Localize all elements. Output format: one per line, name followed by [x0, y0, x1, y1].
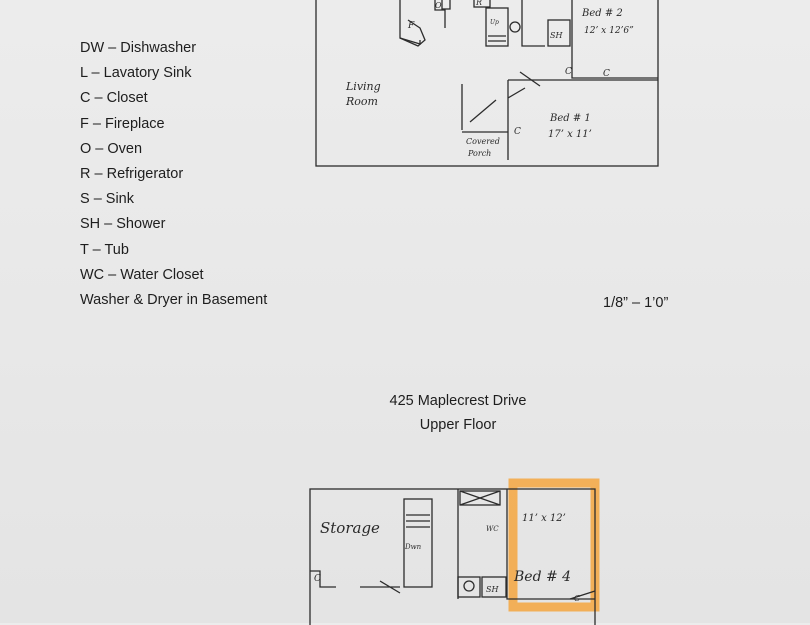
bed2-name: Bed # 2 — [581, 8, 623, 19]
oven-wall — [434, 0, 446, 28]
bed4-name: Bed # 4 — [513, 569, 571, 585]
main-floor-plan: Living Room Bed # 2 12’ x 12’6” Bed # 1 … — [315, 0, 659, 167]
legend-item: WC – Water Closet — [80, 266, 204, 283]
living-room-label-2: Room — [345, 95, 378, 108]
door-swing — [469, 99, 497, 123]
porch-wall — [461, 84, 508, 133]
sink-circle — [463, 580, 475, 592]
upper-floor-plan: Storage 11’ x 12’ Bed # 4 WC SH C C Dwn — [309, 478, 600, 625]
legend-item: T – Tub — [80, 241, 129, 258]
storage-label: Storage — [320, 519, 380, 537]
stair-box — [403, 498, 433, 588]
closet-label-2: C — [603, 69, 610, 79]
shower-box — [547, 19, 571, 47]
closet-label-2: C — [574, 594, 580, 603]
refrigerator-box — [473, 0, 491, 8]
bed2-size: 12’ x 12’6” — [584, 26, 634, 36]
hall-wall — [521, 0, 545, 47]
bed1-size: 17’ x 11’ — [548, 129, 592, 140]
window-box — [459, 490, 501, 506]
bed4-wall — [506, 489, 595, 600]
bed1-name: Bed # 1 — [549, 113, 591, 124]
shower-label: SH — [486, 585, 499, 594]
highlight-bed4 — [508, 478, 600, 612]
porch-label-2: Porch — [467, 149, 491, 158]
legend-item: Washer & Dryer in Basement — [80, 292, 268, 309]
stair-block — [485, 7, 509, 47]
kitchen-wall — [399, 0, 421, 45]
wc-label: WC — [486, 525, 499, 533]
refrigerator-label: R — [475, 0, 482, 7]
fireplace-label: F — [407, 21, 415, 31]
oven-box — [441, 0, 451, 10]
legend: DW – Dishwasher L – Lavatory Sink C – Cl… — [80, 36, 267, 313]
porch-label: Covered — [466, 137, 500, 146]
scale-label: 1/8” – 1’0” — [603, 295, 669, 311]
laundry-box — [457, 576, 481, 598]
storage-wall — [310, 570, 401, 594]
closet-label: C — [314, 574, 321, 584]
main-outer-wall — [315, 0, 659, 167]
window-cross — [459, 490, 501, 506]
bed4-size: 11’ x 12’ — [522, 513, 566, 524]
legend-item: R – Refrigerator — [80, 166, 184, 183]
shower-box — [481, 576, 507, 598]
legend-item: DW – Dishwasher — [80, 40, 197, 56]
shower-label: SH — [550, 31, 563, 40]
bed2-wall — [571, 0, 658, 79]
legend-item: C – Closet — [80, 90, 148, 107]
bed1-wall — [507, 79, 658, 160]
legend-item: S – Sink — [80, 191, 134, 208]
legend-item: F – Fireplace — [80, 115, 165, 132]
oven-label: O — [435, 1, 442, 10]
address-title: 425 Maplecrest Drive — [389, 393, 527, 409]
upper-outer-wall — [309, 488, 596, 625]
closet-label-3: C — [565, 67, 572, 77]
legend-item: SH – Shower — [80, 216, 166, 233]
closet-door — [569, 590, 596, 600]
fireplace-shape — [399, 19, 426, 47]
legend-item: O – Oven — [80, 140, 143, 157]
sink-circle — [509, 21, 521, 33]
legend-item: L – Lavatory Sink — [80, 65, 192, 82]
door-swing-2 — [519, 71, 541, 87]
stair-down-label: Dwn — [404, 543, 422, 551]
floor-title: Upper Floor — [419, 417, 497, 433]
closet-label: C — [514, 127, 521, 137]
living-room-label: Living — [345, 80, 381, 93]
stair-up-label: Up — [490, 19, 499, 26]
